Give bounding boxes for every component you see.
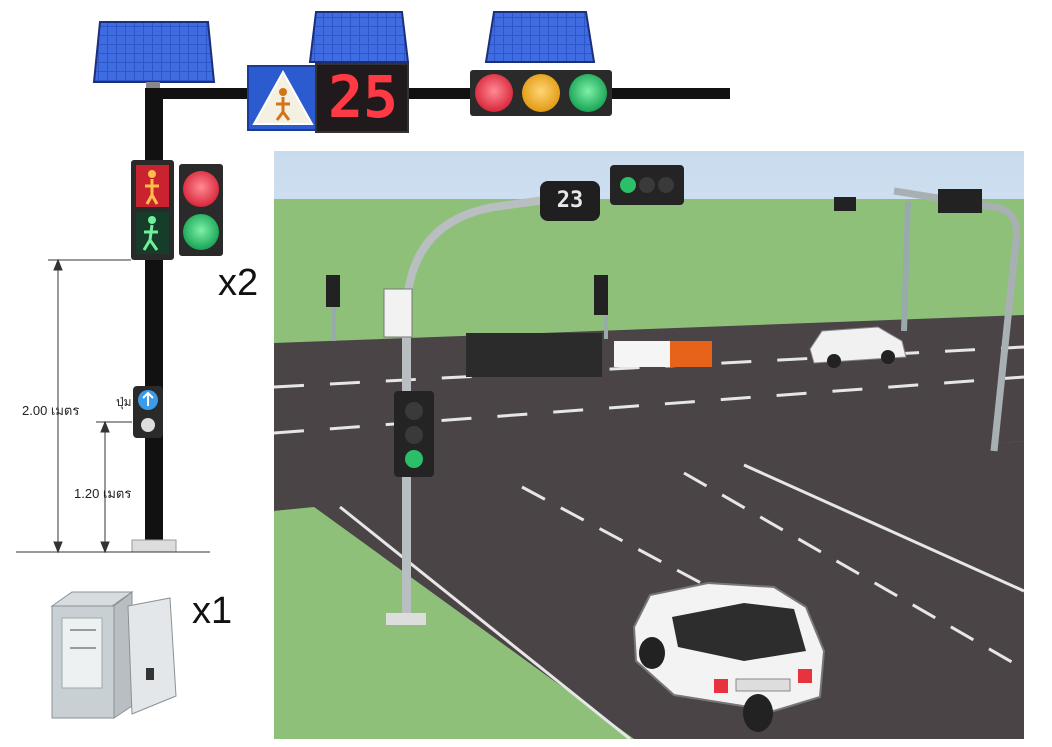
height-total-label: 2.00 เมตร bbox=[22, 403, 80, 418]
signal-quantity-label: x2 bbox=[218, 262, 259, 304]
road-barrier bbox=[466, 333, 712, 377]
signal-pole bbox=[145, 88, 163, 550]
car-icon bbox=[809, 326, 907, 368]
countdown-timer-icon bbox=[540, 181, 600, 221]
traffic-light-icon bbox=[610, 165, 684, 205]
traffic-light-icon bbox=[179, 164, 223, 256]
traffic-light-icon bbox=[394, 391, 434, 477]
intersection-scene bbox=[274, 151, 1024, 739]
push-button-icon bbox=[133, 386, 163, 438]
height-button-label: 1.20 เมตร bbox=[74, 486, 132, 501]
countdown-digits: 25 bbox=[328, 63, 398, 131]
pedestrian-signal-icon bbox=[131, 160, 174, 260]
mast-pole bbox=[834, 187, 1021, 452]
controller-cabinet-icon bbox=[50, 590, 177, 719]
solar-panel-icon bbox=[92, 21, 216, 90]
car-icon bbox=[632, 581, 826, 732]
traffic-light-icon bbox=[326, 275, 608, 341]
pedestrian-warning-sign-icon bbox=[247, 65, 319, 131]
solar-panel-icon bbox=[484, 11, 596, 63]
dimension-lines bbox=[16, 258, 210, 554]
countdown-timer-icon bbox=[315, 63, 409, 133]
scene-countdown-digits: 23 bbox=[556, 188, 584, 213]
cabinet-quantity-label: x1 bbox=[192, 590, 233, 632]
solar-panel-icon bbox=[308, 11, 410, 63]
traffic-light-icon bbox=[470, 70, 612, 116]
mast-arm bbox=[145, 88, 730, 99]
button-label: ปุ่ม bbox=[116, 395, 132, 409]
